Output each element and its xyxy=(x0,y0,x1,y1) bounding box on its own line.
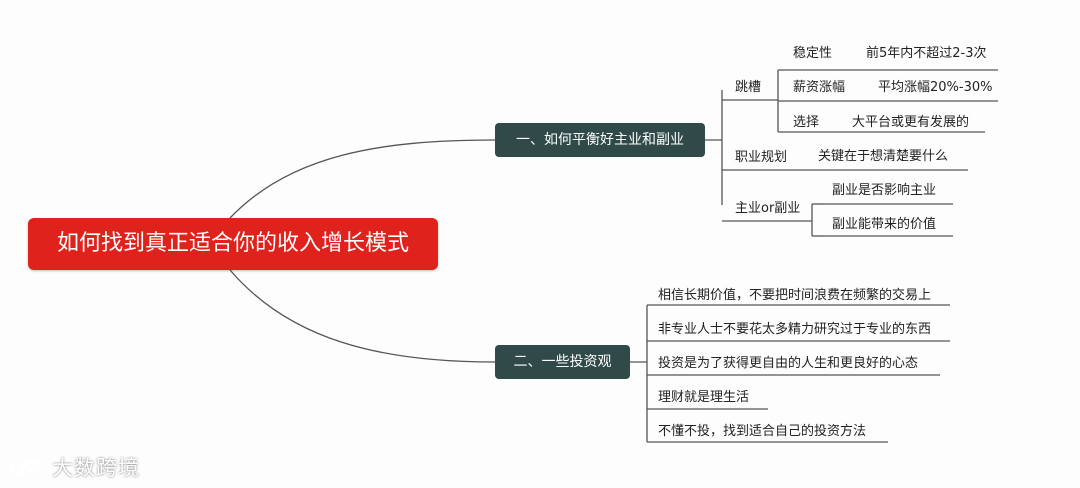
node-main-or-side[interactable]: 主业or副业 xyxy=(735,201,801,216)
watermark: 大数跨境 xyxy=(8,452,140,482)
node-stability[interactable]: 稳定性 xyxy=(793,46,833,61)
node-career-planning[interactable]: 职业规划 xyxy=(735,150,788,165)
watermark-text: 大数跨境 xyxy=(52,456,140,480)
leaf-investment-3[interactable]: 投资是为了获得更自由的人生和更良好的心态 xyxy=(658,356,919,371)
leaf-career-planning[interactable]: 关键在于想清楚要什么 xyxy=(818,149,949,164)
node-choice[interactable]: 选择 xyxy=(793,115,820,130)
leaf-salary-increase[interactable]: 平均涨幅20%-30% xyxy=(878,80,993,95)
leaf-investment-2[interactable]: 非专业人士不要花太多精力研究过于专业的东西 xyxy=(658,322,932,337)
root-topic[interactable]: 如何找到真正适合你的收入增长模式 xyxy=(28,218,438,270)
branch-main-side-job[interactable]: 一、如何平衡好主业和副业 xyxy=(495,123,705,157)
leaf-stability[interactable]: 前5年内不超过2-3次 xyxy=(866,46,987,61)
node-salary-increase[interactable]: 薪资涨幅 xyxy=(793,80,846,95)
leaf-side-affects-main[interactable]: 副业是否影响主业 xyxy=(832,183,937,198)
leaf-investment-4[interactable]: 理财就是理生活 xyxy=(658,390,750,405)
node-job-hopping[interactable]: 跳槽 xyxy=(735,80,762,95)
watermark-logo-icon xyxy=(9,458,45,477)
branch-investment-views[interactable]: 二、一些投资观 xyxy=(495,345,630,379)
leaf-choice[interactable]: 大平台或更有发展的 xyxy=(852,115,970,130)
leaf-investment-5[interactable]: 不懂不投，找到适合自己的投资方法 xyxy=(658,424,867,439)
leaf-side-value[interactable]: 副业能带来的价值 xyxy=(832,217,937,232)
leaf-investment-1[interactable]: 相信长期价值，不要把时间浪费在频繁的交易上 xyxy=(658,288,932,303)
